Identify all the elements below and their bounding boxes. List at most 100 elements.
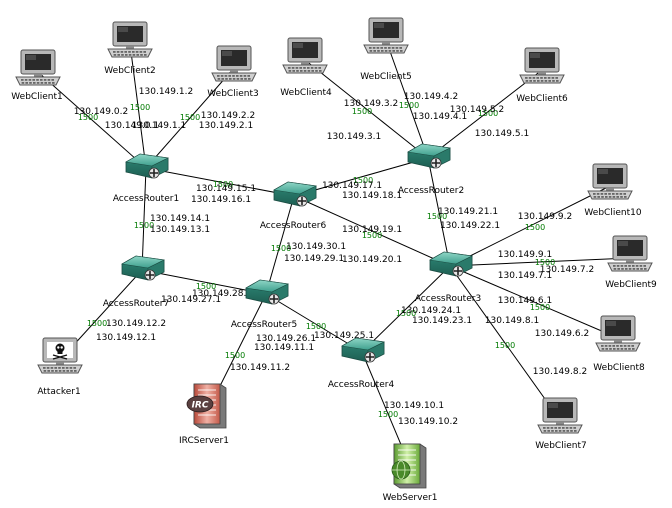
node-label: WebClient5: [360, 72, 411, 82]
bandwidth-label: 1500: [495, 341, 515, 350]
link-accessrouter6-accessrouter3[interactable]: [293, 195, 451, 267]
skull-icon: [52, 343, 68, 360]
link-webclient5-accessrouter2[interactable]: [385, 39, 429, 159]
ip-address-label: 130.149.11.2: [230, 363, 290, 373]
link-accessrouter6-accessrouter5[interactable]: [265, 195, 295, 295]
link-accessrouter5-accessrouter4[interactable]: [265, 293, 363, 353]
bandwidth-label: 1500: [378, 410, 398, 419]
ip-address-label: 130.149.10.1: [384, 401, 444, 411]
router-icon[interactable]: [121, 255, 165, 281]
bandwidth-label: 1500: [478, 109, 498, 118]
link-webclient6-accessrouter2[interactable]: [427, 69, 543, 159]
router-icon[interactable]: [273, 181, 317, 207]
monitor-icon[interactable]: [107, 21, 153, 58]
ip-address-label: 130.149.23.1: [412, 316, 472, 326]
ip-address-label: 130.149.20.1: [342, 255, 402, 265]
ip-address-label: 130.149.2.2: [201, 111, 255, 121]
link-accessrouter1-accessrouter6[interactable]: [145, 167, 295, 197]
web-server-icon[interactable]: [391, 443, 427, 489]
node-label: WebClient7: [535, 441, 586, 451]
link-accessrouter2-accessrouter3[interactable]: [427, 157, 451, 267]
ip-address-label: 130.149.24.1: [401, 306, 461, 316]
ip-address-label: 130.149.5.2: [450, 105, 504, 115]
link-accessrouter3-webclient9[interactable]: [449, 257, 631, 267]
ip-address-label: 130.149.18.1: [342, 191, 402, 201]
link-accessrouter1-accessrouter7[interactable]: [141, 167, 147, 271]
link-accessrouter7-accessrouter5[interactable]: [141, 269, 267, 295]
link-webclient2-accessrouter1[interactable]: [129, 43, 147, 169]
ip-address-label: 130.149.4.2: [404, 92, 458, 102]
bandwidth-label: 1500: [353, 176, 373, 185]
monitor-icon[interactable]: [595, 315, 641, 352]
monitor-icon[interactable]: [282, 37, 328, 74]
bandwidth-label: 1500: [225, 351, 245, 360]
monitor-icon[interactable]: [519, 47, 565, 84]
bandwidth-label: 1500: [306, 322, 326, 331]
skull-monitor-icon[interactable]: [37, 337, 83, 374]
node-label: WebClient6: [516, 94, 568, 104]
node-label: WebClient1: [11, 92, 62, 102]
router-icon[interactable]: [341, 337, 385, 363]
node-label: WebClient2: [104, 66, 155, 76]
ip-address-label: 130.149.3.2: [344, 99, 398, 109]
ip-address-label: 130.149.15.1: [196, 184, 256, 194]
monitor-icon[interactable]: [211, 45, 257, 82]
node-label: AccessRouter7: [103, 299, 169, 309]
ip-address-label: 130.149.0.2: [74, 107, 128, 117]
link-accessrouter4-accessrouter3[interactable]: [361, 265, 451, 353]
node-label: WebClient9: [605, 280, 657, 290]
link-accessrouter3-webclient7[interactable]: [449, 265, 561, 421]
bandwidth-label: 1500: [78, 113, 98, 122]
link-webclient1-accessrouter1[interactable]: [37, 71, 147, 169]
router-icon[interactable]: [429, 251, 473, 277]
ip-address-label: 130.149.13.1: [150, 225, 210, 235]
bandwidth-label: 1500: [535, 258, 555, 267]
ip-address-label: 130.149.7.2: [540, 265, 594, 275]
monitor-icon[interactable]: [537, 397, 583, 434]
node-label: AccessRouter4: [328, 380, 395, 390]
ip-address-label: 130.149.6.1: [498, 296, 552, 306]
bandwidth-label: 1500: [87, 319, 107, 328]
bandwidth-label: 1500: [352, 107, 372, 116]
ip-address-label: 130.149.26.1: [256, 334, 316, 344]
bandwidth-label: 1500: [525, 223, 545, 232]
ip-address-label: 130.149.4.1: [413, 112, 467, 122]
monitor-icon[interactable]: [607, 235, 653, 272]
ip-address-label: 130.149.21.1: [438, 207, 498, 217]
ip-address-label: 130.149.9.1: [498, 250, 552, 260]
ip-address-label: 130.149.25.1: [314, 331, 374, 341]
node-label: AccessRouter5: [231, 320, 297, 330]
node-label: AccessRouter2: [398, 186, 464, 196]
ip-address-label: 130.149.30.1: [286, 242, 346, 252]
ip-address-label: 130.149.14.1: [150, 214, 210, 224]
node-label: WebClient3: [207, 89, 258, 99]
ip-address-label: 130.149.22.1: [440, 221, 500, 231]
ip-address-label: 130.149.10.2: [398, 417, 458, 427]
node-label: Attacker1: [37, 387, 80, 397]
irc-server-icon[interactable]: IRC: [186, 383, 227, 429]
ip-address-label: 130.149.7.1: [498, 271, 552, 281]
monitor-icon[interactable]: [587, 163, 633, 200]
link-webclient3-accessrouter1[interactable]: [145, 67, 235, 169]
node-label: WebClient10: [584, 208, 641, 218]
router-icon[interactable]: [245, 279, 289, 305]
node-label: WebClient8: [593, 363, 645, 373]
ip-address-label: 130.149.6.2: [535, 329, 589, 339]
ip-address-label: 130.149.11.1: [254, 343, 314, 353]
link-webclient4-accessrouter2[interactable]: [304, 59, 429, 159]
router-icon[interactable]: [125, 153, 169, 179]
monitor-icon[interactable]: [15, 49, 61, 86]
link-accessrouter3-webclient10[interactable]: [449, 185, 611, 267]
ip-address-label: 130.149.12.2: [106, 319, 166, 329]
link-accessrouter3-webclient8[interactable]: [449, 265, 619, 339]
bandwidth-label: 1500: [427, 212, 447, 221]
bandwidth-label: 1500: [130, 103, 150, 112]
ip-address-label: 130.149.9.2: [518, 212, 572, 222]
node-label: WebClient4: [280, 88, 332, 98]
monitor-icon[interactable]: [363, 17, 409, 54]
bandwidth-label: 1500: [213, 180, 233, 189]
bandwidth-label: 1500: [399, 101, 419, 110]
node-label: AccessRouter6: [260, 221, 327, 231]
router-icon[interactable]: [407, 143, 451, 169]
